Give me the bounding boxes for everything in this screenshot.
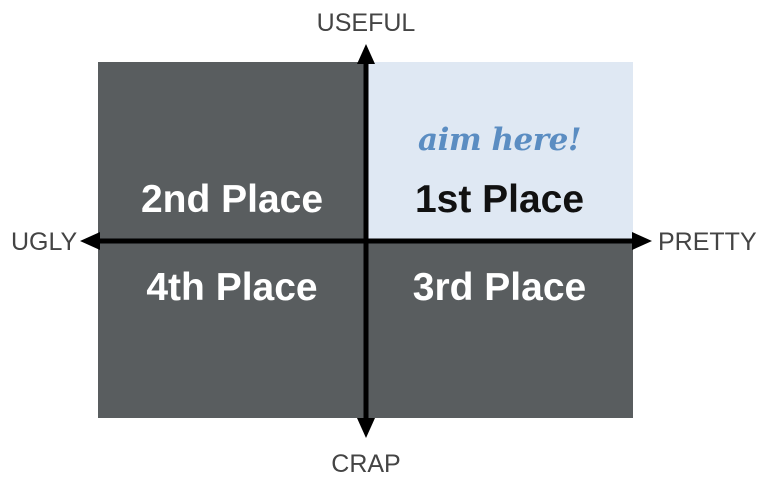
quadrant-bottom-right: 3rd Place bbox=[366, 241, 633, 418]
axis-label-right: PRETTY bbox=[658, 228, 757, 256]
arrow-down-icon bbox=[357, 418, 375, 438]
quadrant-label-3rd-place: 3rd Place bbox=[412, 266, 587, 309]
quadrant-label-2nd-place: 2nd Place bbox=[140, 178, 324, 221]
quadrant-label-4th-place: 4th Place bbox=[146, 266, 318, 309]
quadrant-top-left: 2nd Place bbox=[98, 62, 366, 241]
axis-label-bottom: CRAP bbox=[331, 450, 401, 478]
quadrant-top-right: aim here! 1st Place bbox=[366, 62, 633, 241]
quadrant-label-1st-place: 1st Place bbox=[414, 178, 585, 221]
axis-label-left: UGLY bbox=[11, 228, 78, 256]
axis-label-top: USEFUL bbox=[316, 9, 416, 37]
arrow-left-icon bbox=[80, 232, 100, 250]
quadrant-bottom-left: 4th Place bbox=[98, 241, 366, 418]
aim-here-annotation: aim here! bbox=[418, 122, 581, 158]
arrow-up-icon bbox=[357, 44, 375, 64]
arrow-right-icon bbox=[632, 232, 652, 250]
